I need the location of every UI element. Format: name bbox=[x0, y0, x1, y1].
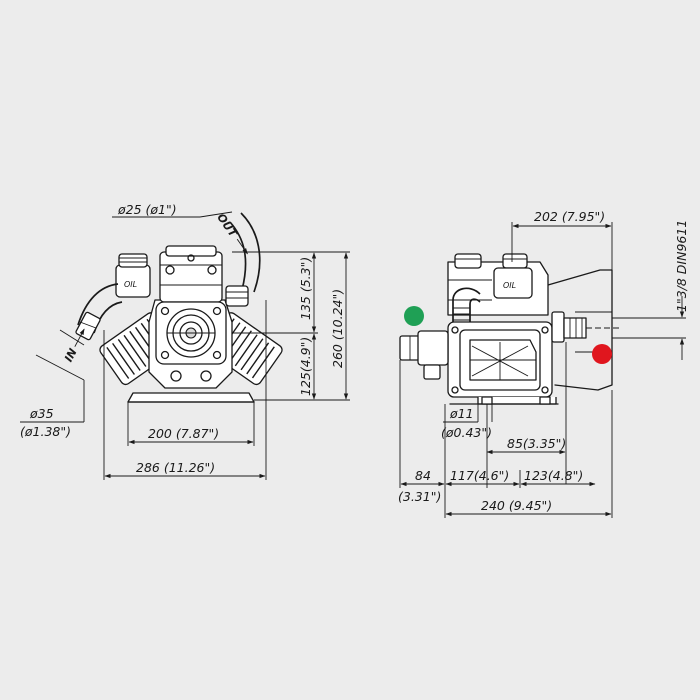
dim-text-offset-84-in: (3.31") bbox=[398, 489, 441, 504]
dim-bottom-row: 84 (3.31") 117(4.6") 123(4.8") bbox=[398, 360, 613, 518]
dim-vertical: 135 (5.3") 125(4.9") 260 (10.24") bbox=[232, 251, 350, 401]
dim-text-port-diameter: ø35 bbox=[29, 406, 54, 421]
dim-text-overall-height: 260 (10.24") bbox=[330, 289, 345, 368]
dim-mount-width: 200 (7.87") bbox=[127, 402, 255, 446]
dim-port-diameter: ø35 (ø1.38") bbox=[20, 329, 85, 439]
side-base bbox=[449, 396, 559, 405]
dim-text-offset-123: 123(4.8") bbox=[524, 468, 583, 483]
dim-offset-85: 85(3.35") bbox=[486, 342, 567, 484]
dim-shaft-length: 202 (7.95") bbox=[511, 209, 613, 270]
dim-text-overall-width: 286 (11.26") bbox=[136, 460, 215, 475]
side-top-housing: OIL bbox=[447, 253, 549, 316]
side-shaft bbox=[551, 311, 620, 343]
dim-text-base-length: 240 (9.45") bbox=[481, 498, 552, 513]
dim-hole-diameter: ø11 (ø0.43") bbox=[441, 404, 493, 440]
green-marker bbox=[404, 306, 424, 326]
central-body bbox=[148, 245, 233, 389]
dim-base-length: 240 (9.45") bbox=[445, 498, 612, 517]
dim-inlet-diameter: ø25 (ø1") bbox=[112, 202, 233, 218]
dim-text-shaft-length: 202 (7.95") bbox=[534, 209, 605, 224]
dim-overall-width: 286 (11.26") bbox=[103, 300, 267, 480]
dim-text-shaft-spec: 1"3/8 DIN9611 bbox=[674, 220, 689, 312]
side-view: OIL bbox=[398, 209, 689, 518]
dim-text-offset-84: 84 bbox=[415, 468, 431, 483]
dim-text-mount-width: 200 (7.87") bbox=[148, 426, 219, 441]
dim-text-hole-diameter-in: (ø0.43") bbox=[441, 425, 492, 440]
dim-text-inlet-diameter: ø25 (ø1") bbox=[117, 202, 177, 217]
dim-text-offset-85: 85(3.35") bbox=[507, 436, 566, 451]
side-inlet-stub bbox=[399, 330, 449, 380]
dim-text-offset-117: 117(4.6") bbox=[450, 468, 509, 483]
svg-text:IN: IN bbox=[62, 346, 80, 364]
red-marker bbox=[592, 344, 612, 364]
dim-text-height-upper: 135 (5.3") bbox=[298, 257, 313, 320]
front-view: OIL IN OUT ø25 (ø bbox=[20, 202, 350, 480]
svg-text:OUT: OUT bbox=[214, 211, 240, 241]
side-spiral-pipe bbox=[452, 287, 481, 330]
dim-text-port-diameter-in: (ø1.38") bbox=[20, 424, 71, 439]
dim-shaft-spec: 1"3/8 DIN9611 bbox=[612, 220, 689, 360]
dim-text-height-lower: 125(4.9") bbox=[298, 337, 313, 396]
oil-label-side: OIL bbox=[503, 281, 516, 290]
dim-text-hole-diameter: ø11 bbox=[449, 406, 474, 421]
oil-reservoir: OIL bbox=[115, 253, 151, 298]
out-label: OUT bbox=[214, 211, 248, 255]
front-base bbox=[127, 392, 255, 403]
oil-label: OIL bbox=[124, 280, 137, 289]
side-crankcase bbox=[447, 321, 553, 398]
in-label: IN bbox=[62, 328, 85, 364]
